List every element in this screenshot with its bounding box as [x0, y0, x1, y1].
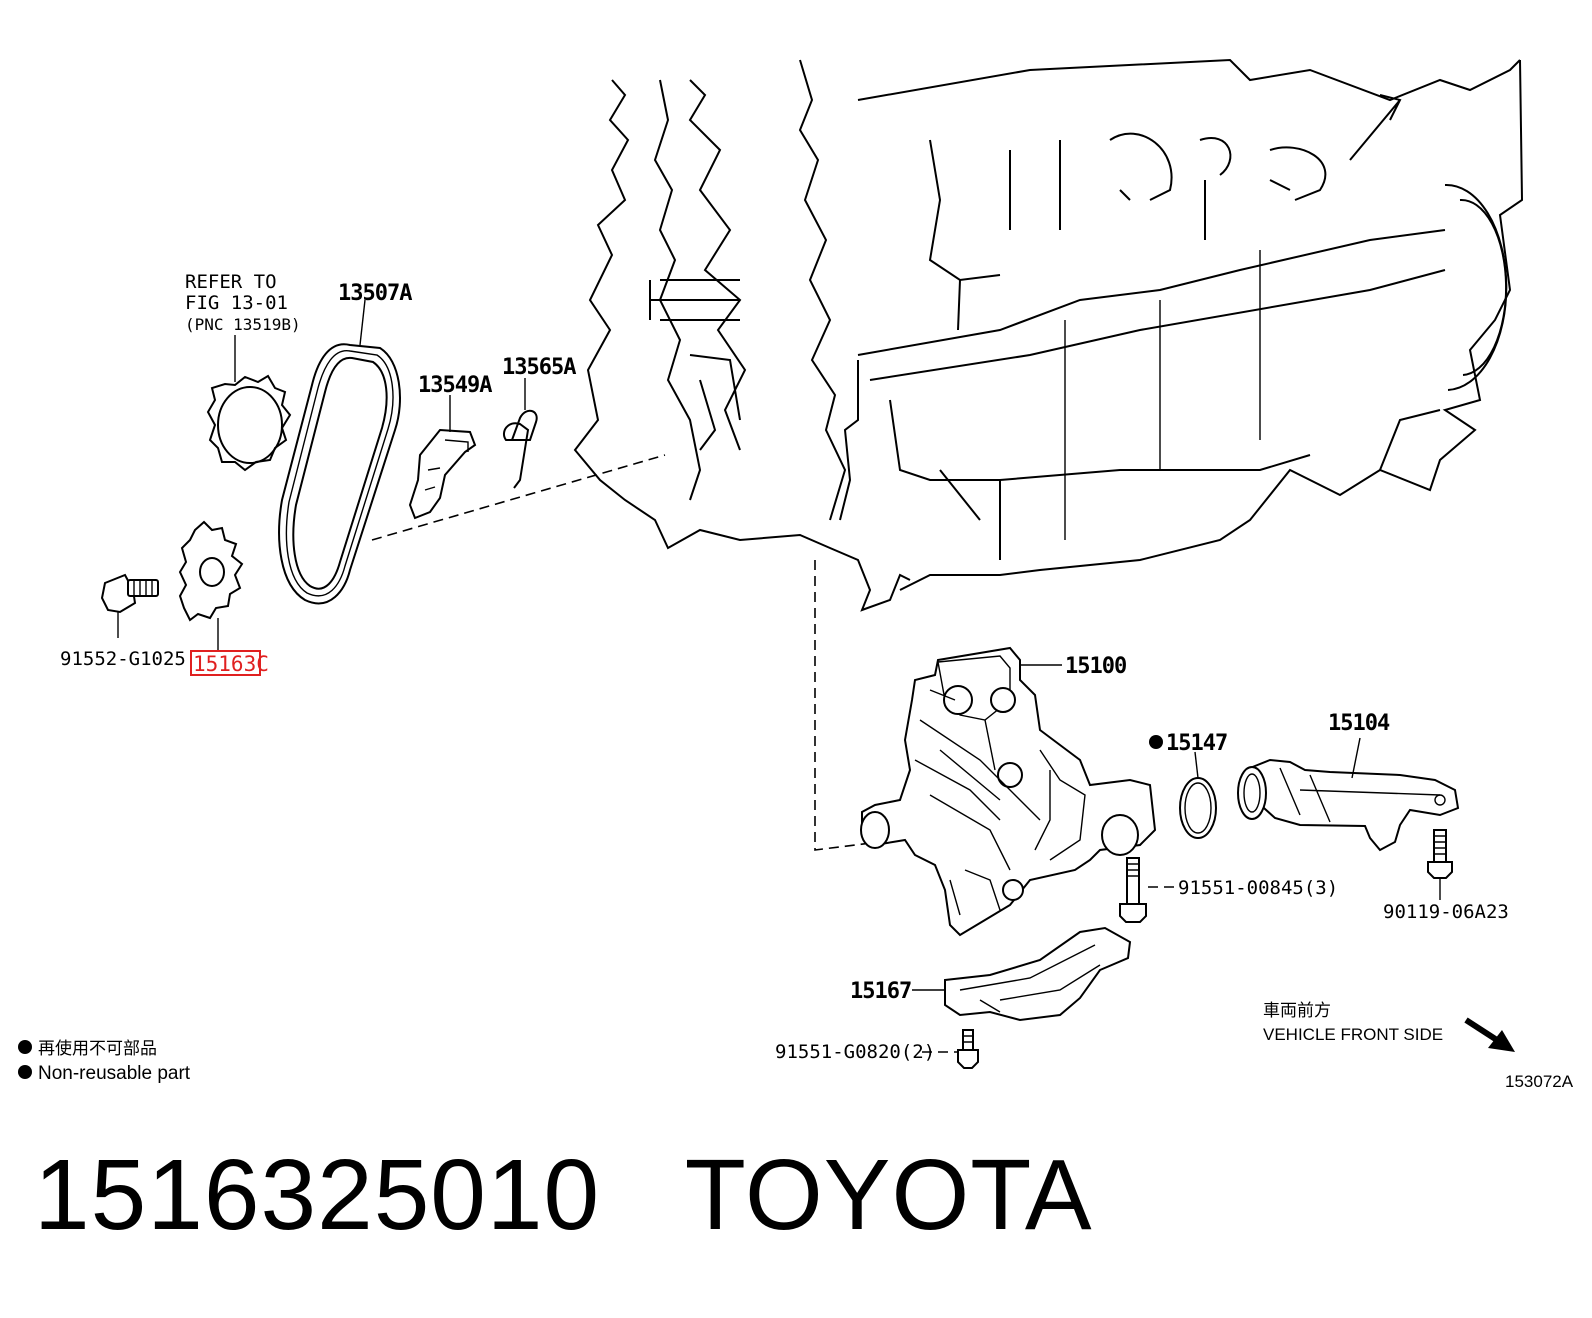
label-15167: 15167 — [850, 979, 911, 1004]
highlight-box-15163C — [190, 650, 261, 676]
legend: 再使用不可部品 Non-reusable part — [18, 1038, 191, 1084]
caption-part-number: 1516325010 — [34, 1139, 601, 1251]
bolt-91551-00845-drawing — [1119, 857, 1175, 923]
label-13507A: 13507A — [338, 281, 412, 306]
tensioner-arm-drawing — [408, 395, 477, 520]
label-91551-G0820: 91551-G0820(2) — [775, 1041, 935, 1063]
legend-en-text: Non-reusable part — [38, 1063, 191, 1084]
legend-bullet-en — [18, 1065, 32, 1079]
assembly-guide-lines — [371, 454, 896, 851]
oil-pump-assembly-drawing — [860, 646, 1157, 937]
baffle-plate-drawing — [912, 926, 1132, 1022]
vehicle-front-indicator: 車両前方 VEHICLE FRONT SIDE — [1263, 1001, 1515, 1052]
callout-labels: REFER TO FIG 13-01 (PNC 13519B) 13507A 1… — [60, 271, 1509, 1063]
oil-pump-drive-sprocket-drawing — [178, 520, 244, 650]
tensioner-spring-drawing — [502, 378, 538, 489]
label-91551-00845: 91551-00845(3) — [1178, 877, 1338, 899]
label-15100: 15100 — [1065, 654, 1126, 679]
label-15163C[interactable]: 15163C — [193, 652, 269, 676]
bolt-90119-drawing — [1427, 829, 1453, 900]
oil-strainer-drawing — [1237, 737, 1460, 852]
legend-bullet-jp — [18, 1040, 32, 1054]
label-90119-06A23: 90119-06A23 — [1383, 901, 1509, 923]
figure-id: 153072A — [1505, 1072, 1574, 1091]
label-13549A: 13549A — [418, 373, 492, 398]
engine-block-outline — [573, 58, 1524, 612]
bolt-91551-g0820-drawing — [922, 1029, 979, 1069]
o-ring-drawing — [1149, 735, 1217, 839]
timing-chain-drawing — [278, 299, 401, 605]
part-caption: 1516325010 TOYOTA — [34, 1140, 1093, 1250]
crankshaft-sprocket-drawing — [206, 335, 292, 472]
label-refer-line3: (PNC 13519B) — [185, 315, 301, 334]
caption-brand: TOYOTA — [684, 1139, 1093, 1251]
label-refer-line2: FIG 13-01 — [185, 292, 288, 314]
bolt-91552-drawing — [100, 573, 159, 638]
front-side-en-text: VEHICLE FRONT SIDE — [1263, 1025, 1443, 1044]
label-13565A: 13565A — [502, 355, 576, 380]
label-15147: 15147 — [1166, 731, 1227, 756]
front-arrow-icon — [1464, 1017, 1515, 1052]
non-reusable-marker-15147 — [1149, 735, 1163, 749]
label-91552-G1025: 91552-G1025 — [60, 648, 186, 670]
label-refer-line1: REFER TO — [185, 271, 277, 293]
front-side-jp-text: 車両前方 — [1263, 1001, 1331, 1021]
legend-jp-text: 再使用不可部品 — [38, 1038, 157, 1059]
label-15104: 15104 — [1328, 711, 1390, 736]
